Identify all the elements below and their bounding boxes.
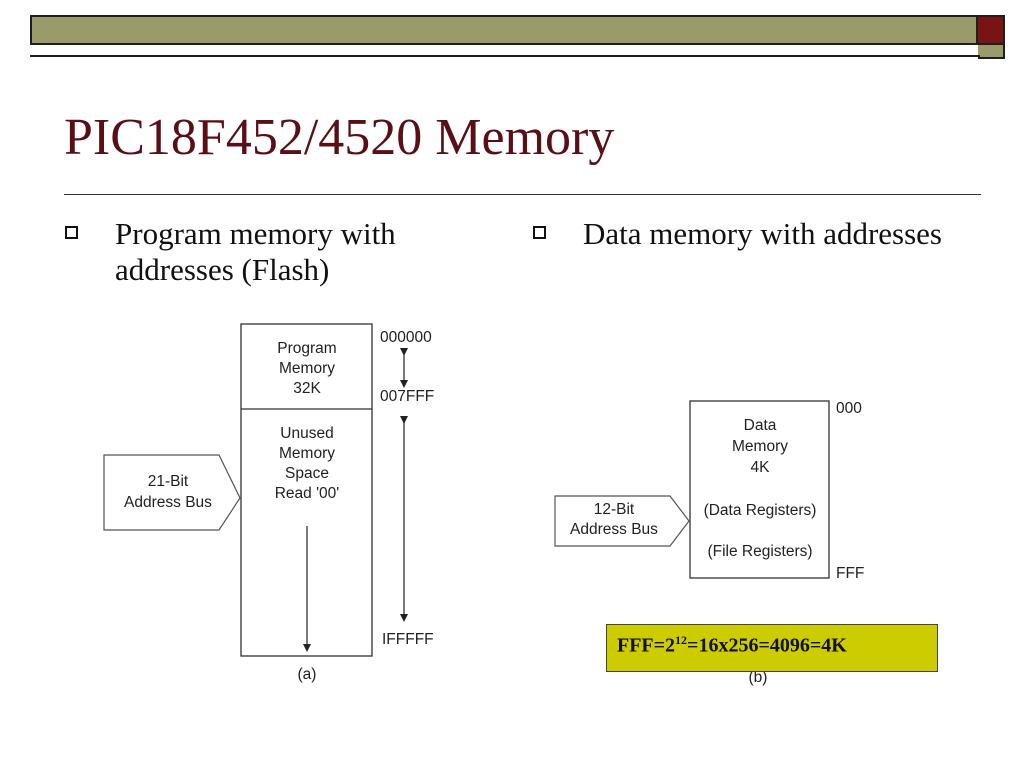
dm-caption: (b)	[749, 669, 768, 686]
title-divider	[64, 194, 981, 195]
unused-label-line: Memory	[279, 445, 335, 462]
top-decor-line	[30, 45, 980, 57]
bullet-square-icon	[65, 226, 78, 239]
slide-title: PIC18F452/4520 Memory	[64, 109, 615, 166]
pm-label-line: Memory	[279, 360, 335, 377]
pm-caption: (a)	[298, 666, 317, 683]
address-formula-box: FFF=212=16x256=4096=4K	[606, 624, 938, 672]
bullet-data-memory: Data memory with addresses	[533, 216, 953, 296]
data-address-bus-arrow	[554, 495, 690, 547]
program-memory-diagram: Program Memory 32K Unused Memory Space R…	[103, 323, 434, 683]
unused-label-line: Space	[285, 465, 329, 482]
top-decor-bar	[30, 15, 978, 45]
unused-label-line: Read '00'	[275, 485, 340, 502]
data-bus-label: 12-Bit	[594, 501, 635, 518]
bullet-program-memory: Program memory with addresses (Flash)	[65, 216, 485, 296]
program-address-bus-arrow	[103, 454, 241, 531]
top-decor-accent	[978, 15, 1005, 45]
pm-label-line: Program	[277, 340, 336, 357]
bullet-text: Program memory with addresses (Flash)	[115, 216, 396, 287]
unused-label-line: Unused	[280, 425, 333, 442]
top-decor-small	[978, 45, 1005, 59]
dm-label-line: Data	[744, 417, 777, 434]
program-bus-label: Address Bus	[124, 494, 212, 511]
bullet-text: Data memory with addresses	[583, 216, 942, 251]
pm-label-line: 32K	[293, 380, 321, 397]
pm-address-end: IFFFFF	[382, 631, 434, 648]
data-memory-diagram: Data Memory 4K (Data Registers) (File Re…	[554, 400, 864, 686]
pm-address-end-used: 007FFF	[380, 388, 434, 405]
data-memory-block	[689, 400, 830, 579]
formula-exponent: 12	[675, 633, 688, 647]
dm-address-start: 000	[836, 400, 862, 417]
bullet-square-icon	[533, 226, 546, 239]
dm-address-end: FFF	[836, 565, 864, 582]
formula-prefix: FFF=2	[617, 634, 676, 657]
data-bus-label: Address Bus	[570, 521, 658, 538]
dm-label-line: Memory	[732, 438, 788, 455]
pm-address-start: 000000	[380, 329, 432, 346]
dm-registers-label: (Data Registers)	[704, 502, 817, 519]
program-bus-label: 21-Bit	[148, 473, 189, 490]
formula-suffix: =16x256=4096=4K	[687, 634, 847, 657]
dm-registers-label: (File Registers)	[707, 543, 812, 560]
dm-label-line: 4K	[751, 459, 771, 476]
